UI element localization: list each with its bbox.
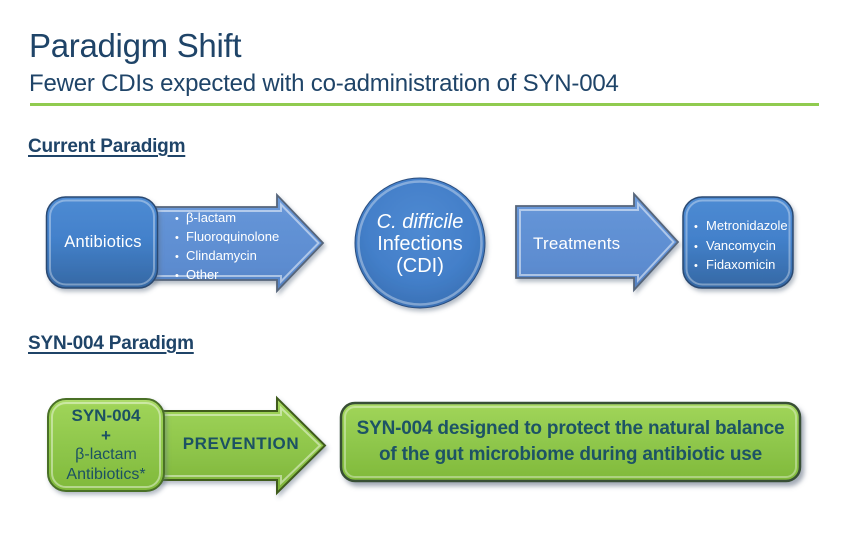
syn-box-fill <box>47 398 165 492</box>
list-item-label: Clindamycin <box>186 248 257 263</box>
bullet-icon: • <box>694 221 698 233</box>
list-item: • Metronidazole <box>694 217 788 237</box>
syn-box-line-4: Antibiotics* <box>66 465 146 483</box>
list-item: • Fluoroquinolone <box>175 228 279 247</box>
treatments-arrow-fill <box>515 191 680 293</box>
antibiotics-box-fill <box>45 196 159 289</box>
header-divider <box>30 103 819 106</box>
syn-box-label: SYN-004 + β-lactam Antibiotics* <box>48 406 164 484</box>
prevention-arrow-fill <box>149 395 327 496</box>
list-item: • Fidaxomicin <box>694 256 788 276</box>
prevention-arrow-shape <box>149 395 327 496</box>
causes-arrow-highlight <box>153 202 320 284</box>
antibiotic-types-list: •β-lactam •Fluoroquinolone •Clindamycin … <box>175 209 279 285</box>
antibiotics-box-highlight <box>49 199 155 286</box>
prevention-arrow-label: PREVENTION <box>182 434 300 453</box>
antibiotics-box-label: Antibiotics <box>64 233 142 251</box>
message-line-1: SYN-004 designed to protect the natural … <box>356 418 785 439</box>
syn-box-line-3: β-lactam <box>75 446 137 463</box>
bullet-icon: • <box>175 251 179 263</box>
treatments-arrow-highlight <box>519 200 675 284</box>
bullet-icon: • <box>175 232 179 244</box>
list-item-label: Other <box>186 267 219 282</box>
message-box-label: SYN-004 designed to protect the natural … <box>341 416 800 468</box>
list-item: • Vancomycin <box>694 237 788 257</box>
cdi-circle-fill <box>354 177 486 309</box>
syn-box-line-2: + <box>101 425 111 445</box>
syn-box-line-1: SYN-004 <box>71 406 141 425</box>
list-item-label: Fidaxomicin <box>706 257 776 272</box>
cdi-line-1: C. difficile <box>376 211 464 233</box>
prevention-arrow-highlight <box>153 405 322 486</box>
cdi-line-2: Infections <box>377 233 463 255</box>
list-item-label: Metronidazole <box>706 218 788 233</box>
message-box-highlight <box>344 406 797 478</box>
bullet-icon: • <box>694 260 698 272</box>
causes-arrow-fill <box>149 192 325 294</box>
list-item: • β-lactam <box>175 209 279 228</box>
list-item-label: Fluoroquinolone <box>186 229 280 244</box>
cdi-circle-highlight <box>357 180 483 306</box>
list-item-label: β-lactam <box>186 210 237 225</box>
bullet-icon: • <box>694 240 698 253</box>
syn-paradigm-heading: SYN-004 Paradigm <box>28 333 194 354</box>
bullet-icon: • <box>175 270 179 282</box>
treatments-list: • Metronidazole • Vancomycin • Fidaxomicin <box>694 217 788 276</box>
treatments-box-shape <box>682 196 794 289</box>
treatments-arrow-label: Treatments <box>533 234 621 253</box>
message-line-2: of the gut microbiome during antibiotic … <box>378 444 762 465</box>
antibiotics-box-shape <box>45 196 159 289</box>
causes-arrow-shape <box>149 192 325 294</box>
page-subtitle: Fewer CDIs expected with co-administrati… <box>29 70 619 97</box>
treatments-box-fill <box>682 196 794 289</box>
bullet-icon: • <box>175 213 179 225</box>
syn-box-highlight <box>51 402 161 488</box>
syn-box-shape <box>47 398 165 492</box>
cdi-circle-shape <box>354 177 486 309</box>
message-box-shape <box>339 401 802 483</box>
message-box-fill <box>339 401 802 483</box>
list-item: • Other <box>175 266 279 285</box>
current-paradigm-heading: Current Paradigm <box>28 136 186 157</box>
cdi-line-3: (CDI) <box>396 255 444 277</box>
treatments-arrow-shape <box>515 191 680 293</box>
treatments-box-highlight <box>685 199 791 286</box>
list-item: • Clindamycin <box>175 247 279 266</box>
page-title: Paradigm Shift <box>29 27 242 64</box>
cdi-circle-label: C. difficile Infections (CDI) <box>355 211 485 277</box>
list-item-label: Vancomycin <box>706 237 776 253</box>
